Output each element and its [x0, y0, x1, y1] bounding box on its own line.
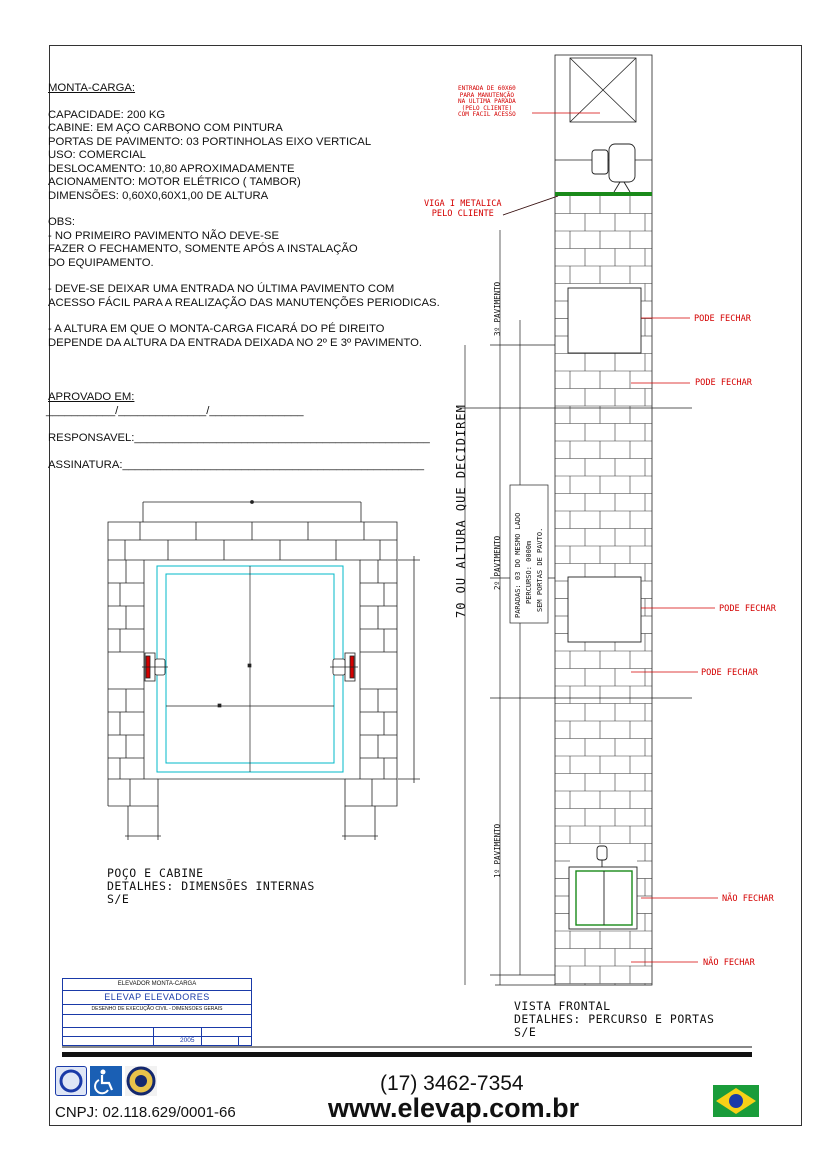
spec-line: DESLOCAMENTO: 10,80 APROXIMADAMENTE: [48, 162, 295, 175]
spec-line: CABINE: EM AÇO CARBONO COM PINTURA: [48, 122, 283, 134]
title-block-year: 2005: [180, 1037, 195, 1044]
spec-line: USO: COMERCIAL: [48, 149, 146, 161]
abnt-logo-icon: [55, 1066, 87, 1096]
obs-line: - NO PRIMEIRO PAVIMENTO NÃO DEVE-SE: [48, 229, 279, 242]
company-phone: (17) 3462-7354: [380, 1072, 524, 1095]
steel-beam: [555, 192, 652, 196]
door-note-can-close: PODE FECHAR: [695, 378, 752, 388]
cabin-front: [568, 845, 638, 930]
company-website[interactable]: www.elevap.com.br: [328, 1093, 580, 1123]
door-note-can-close: PODE FECHAR: [719, 604, 776, 614]
obs-line: DEPENDE DA ALTURA DA ENTRADA DEIXADA NO …: [48, 336, 423, 349]
footer-bar: [62, 1052, 752, 1057]
height-note: 70 OU ALTURA QUE DECIDIREM: [454, 404, 468, 618]
stops-note-line: PARADAS: 03 DO MESMO LADO: [514, 512, 522, 618]
accessibility-logo-icon: [90, 1066, 122, 1096]
spec-line: PORTAS DE PAVIMENTO: 03 PORTINHOLAS EIXO…: [48, 135, 372, 148]
title-block-line1: ELEVADOR MONTA-CARGA: [117, 981, 197, 987]
door-note-can-close: PODE FECHAR: [694, 314, 751, 324]
door-note-can-close: PODE FECHAR: [701, 668, 758, 678]
beam-note: VIGA I METALICA PELO CLIENTE: [424, 199, 502, 219]
floor-doors: [567, 287, 642, 643]
signature-line: ASSINATURA:_____________________________…: [48, 459, 425, 471]
motor-drum: [591, 143, 636, 193]
front-view-caption: VISTA FRONTAL DETALHES: PERCURSO E PORTA…: [514, 999, 715, 1039]
title-block-line3: DESENHO DE EXECUÇÃO CIVIL - DIMENSOES GE…: [91, 1006, 223, 1012]
approved-label: APROVADO EM:: [48, 391, 135, 403]
leader-black-lines: [502, 195, 559, 216]
guide-rail-right: [330, 652, 358, 682]
spec-line: ACIONAMENTO: MOTOR ELÉTRICO ( TAMBOR): [48, 176, 301, 188]
maintenance-entry-note: ENTRADA DE 60X60 PARA MANUTENÇÃO NA ULTI…: [458, 85, 516, 118]
floor-label-3: 3º PAVIMENTO: [493, 281, 502, 336]
front-dimension-lines: [460, 230, 692, 986]
door-note-do-not-close: NÃO FECHAR: [722, 894, 774, 904]
obs-line: DO EQUIPAMENTO.: [48, 256, 154, 269]
obs-line: FAZER O FECHAMENTO, SOMENTE APÓS A INSTA…: [48, 243, 358, 255]
guide-rail-left: [142, 652, 168, 682]
obs-line: - A ALTURA EM QUE O MONTA-CARGA FICARÁ D…: [48, 323, 385, 335]
title-block: ELEVADOR MONTA-CARGA ELEVAP ELEVADORES D…: [62, 978, 252, 1046]
brazil-flag-icon: [713, 1085, 759, 1117]
pit-plan: [107, 500, 420, 840]
spec-line: DIMENSÕES: 0,60X0,60X1,00 DE ALTURA: [48, 189, 269, 202]
brick-pattern: [555, 196, 652, 986]
approved-date-line: ___________/______________/_____________…: [46, 405, 304, 417]
title-block-company: ELEVAP ELEVADORES: [104, 992, 210, 1002]
spec-line: CAPACIDADE: 200 KG: [48, 108, 166, 121]
pit-caption: POÇO E CABINE DETALHES: DIMENSÕES INTERN…: [107, 866, 315, 906]
door-note-do-not-close: NÃO FECHAR: [703, 958, 755, 968]
company-cnpj: CNPJ: 02.118.629/0001-66: [55, 1104, 236, 1121]
stops-note-line: PERCURSO: 0000m: [525, 540, 533, 604]
stops-note-line: SEM PORTAS DE PAVTO.: [536, 527, 544, 612]
cabin-center-lines: [166, 566, 334, 772]
obs-line: ACESSO FÁCIL PARA A REALIZAÇÃO DAS MANUT…: [48, 296, 440, 309]
responsible-line: RESPONSAVEL:____________________________…: [48, 432, 430, 444]
drawing-frame: [49, 45, 802, 1126]
seal-logo-icon: [125, 1066, 157, 1096]
specs-notes: MONTA-CARGA: CAPACIDADE: 200 KG CABINE: …: [48, 82, 440, 350]
obs-title: OBS:: [48, 216, 75, 228]
obs-line: - DEVE-SE DEIXAR UMA ENTRADA NO ÚLTIMA P…: [48, 283, 395, 295]
floor-label-2: 2º PAVIMENTO: [493, 535, 502, 590]
floor-label-1: 1º PAVIMENTO: [493, 823, 502, 878]
notes-title: MONTA-CARGA:: [48, 82, 136, 94]
